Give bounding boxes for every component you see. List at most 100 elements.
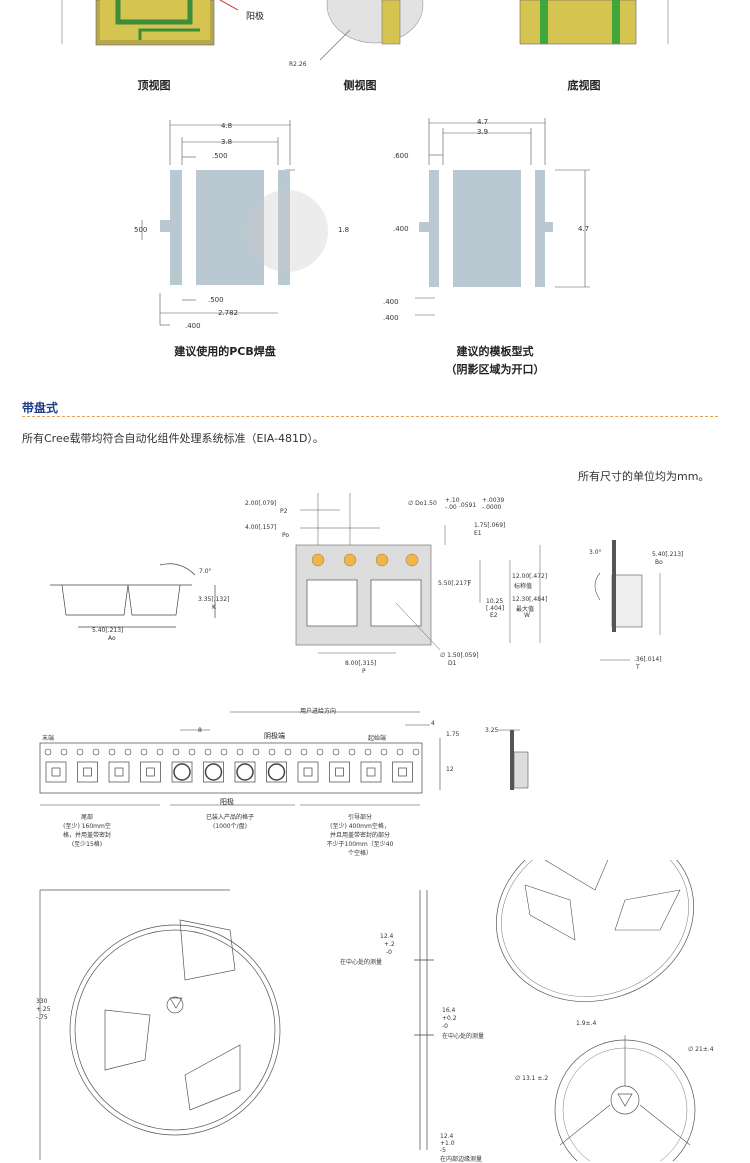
stencil-dim-600: .600 (393, 152, 409, 160)
tape-angle: 7.0° (199, 568, 212, 575)
sprocket-hole (172, 748, 180, 756)
sprocket-hole (236, 748, 244, 756)
tape-e2-in: [.404] (486, 605, 505, 612)
stencil-dim-4-7: 4.7 (477, 118, 489, 126)
reel-w12-4-t2: -0 (386, 949, 392, 956)
empty-pocket-mark (146, 767, 155, 777)
tape-f-sym: F (468, 580, 472, 587)
tape-w-sub: 最大值 (516, 606, 535, 613)
side-view-caption: 侧视图 (343, 79, 377, 92)
stencil-drawing (415, 118, 590, 316)
sprocket-hole (92, 748, 100, 756)
stencil-caption: 建议的模板型式 (456, 345, 534, 358)
sprocket-hole (156, 748, 164, 756)
tape-p-sym: P (362, 668, 366, 675)
reel-w12-4: 12.4 (380, 933, 394, 940)
empty-pocket-mark (398, 767, 407, 777)
sprocket-hole (284, 748, 292, 756)
sprocket-hole (332, 748, 340, 756)
pcb-dim-2-782: 2.782 (218, 309, 239, 317)
tape-po: 4.00[.157] (245, 524, 277, 531)
empty-pocket-mark (335, 767, 344, 777)
pcb-dim-500-left: 500 (134, 226, 148, 234)
bottom-view-caption: 底视图 (567, 79, 601, 92)
pcb-dim-500-bottom: .500 (208, 296, 224, 304)
strip-dim-8: 8 (198, 727, 202, 734)
strip-trailer-note: 尾部 (至少) 160mm空 格，并用盖带密封 (至少15格) (62, 814, 111, 848)
strip-dim-12: 12 (446, 766, 454, 773)
tape-w12: 12.00[.472] (512, 573, 548, 580)
strip-end-label: 末端 (42, 735, 55, 742)
strip-cathode-label: 阴极端 (264, 732, 285, 740)
section-description: 所有Cree载带均符合自动化组件处理系统标准（EIA-481D）。 (22, 432, 324, 445)
strip-dim-3-25: 3.25 (485, 727, 499, 734)
radius-label: R2.26 (289, 61, 307, 68)
sprocket-hole (76, 748, 84, 756)
tape-e2: 10.25 (486, 598, 504, 605)
reel-w12-4b: 12.4 (440, 1133, 454, 1140)
sprocket-hole (396, 748, 404, 756)
tape-d1-sym: D1 (448, 660, 457, 667)
reel-w16-4-t2: -0 (442, 1023, 448, 1030)
reel-w12-4-t1: +.2 (384, 941, 395, 948)
stencil-dim-400-b2: .400 (383, 314, 399, 322)
strip-dim-1-75: 1.75 (446, 731, 460, 738)
tape-p: 8.00[.315] (345, 660, 377, 667)
sprocket-hole (188, 748, 196, 756)
hub-dim-2: ∅ 21±.4 (688, 1046, 714, 1053)
empty-pocket-mark (114, 767, 124, 777)
empty-pocket-mark (303, 767, 313, 777)
sprocket-hole (60, 748, 68, 756)
top-view-drawing (61, 0, 669, 61)
watermark-circle (246, 190, 328, 272)
reel-dia: 330 (36, 998, 48, 1005)
tape-do-tol: +.10 -.00 (445, 497, 460, 511)
tape-po-sym: Po (282, 532, 290, 539)
tape-t-sym: T (636, 664, 640, 671)
tape-k-sym: K (212, 604, 216, 611)
sprocket-hole (140, 748, 148, 756)
tape-e1-sym: E1 (474, 530, 482, 537)
empty-pocket-mark (366, 767, 376, 777)
tape-angle2: 3.0° (589, 549, 602, 556)
reel-w12-4b-t1: +1.0 (440, 1140, 455, 1147)
reel-w12-4b-note: 在内部边缘测量 (440, 1156, 483, 1163)
stencil-subcaption: （阴影区域为开口） (445, 363, 545, 376)
feed-direction: 用户进给方向 (300, 708, 337, 715)
reel-w12-4-note: 在中心处的测量 (340, 959, 383, 966)
tape-ao-sym: Ao (108, 635, 116, 642)
loaded-component (267, 763, 286, 781)
sprocket-hole (348, 748, 356, 756)
reel-dia-tol1: +.25 (36, 1006, 51, 1013)
tape-d1: ∅ 1.50[.059] (440, 652, 479, 659)
reel-w12-4b-t2: -5 (440, 1147, 446, 1154)
tape-bo-sym: Bo (655, 559, 663, 566)
pcb-dim-3-8: 3.8 (221, 138, 233, 146)
sprocket-hole (108, 748, 116, 756)
pcb-dim-4-8: 4.8 (221, 122, 233, 130)
stencil-dim-4-7-right: 4.7 (578, 225, 590, 233)
tape-t: .36[.014] (634, 656, 662, 663)
tape-e2-sym: E2 (490, 612, 498, 619)
tape-bo: 5.40[.213] (652, 551, 684, 558)
tape-p2-sym: P2 (280, 508, 288, 515)
tape-ao: 5.40[.213] (92, 627, 124, 634)
hub-dim-1: 1.9±.4 (576, 1020, 597, 1027)
tape-do-in-tol: +.0039 -.0000 (482, 497, 505, 511)
section-title: 带盘式 (22, 401, 59, 415)
strip-dim-4: 4 (431, 720, 435, 727)
sprocket-hole (380, 748, 388, 756)
section-divider (22, 416, 718, 417)
units-note: 所有尺寸的单位均为mm。 (578, 470, 710, 483)
sprocket-hole (316, 748, 324, 756)
tape-do-in: .0591 (459, 502, 477, 509)
sprocket-hole (300, 748, 308, 756)
sprocket-hole (364, 748, 372, 756)
tape-f: 5.50[.217] (438, 580, 470, 587)
stencil-dim-400-left: .400 (393, 225, 409, 233)
strip-leader-note: 引导部分 (至少) 400mm空格， 并且用盖带密封的部分 不少于100mm（至… (326, 814, 394, 857)
reel-w16-4-note: 在中心处的测量 (442, 1033, 485, 1040)
reel-strip-drawing (39, 711, 529, 806)
reel-drawing (39, 860, 696, 1161)
sprocket-hole (124, 748, 132, 756)
